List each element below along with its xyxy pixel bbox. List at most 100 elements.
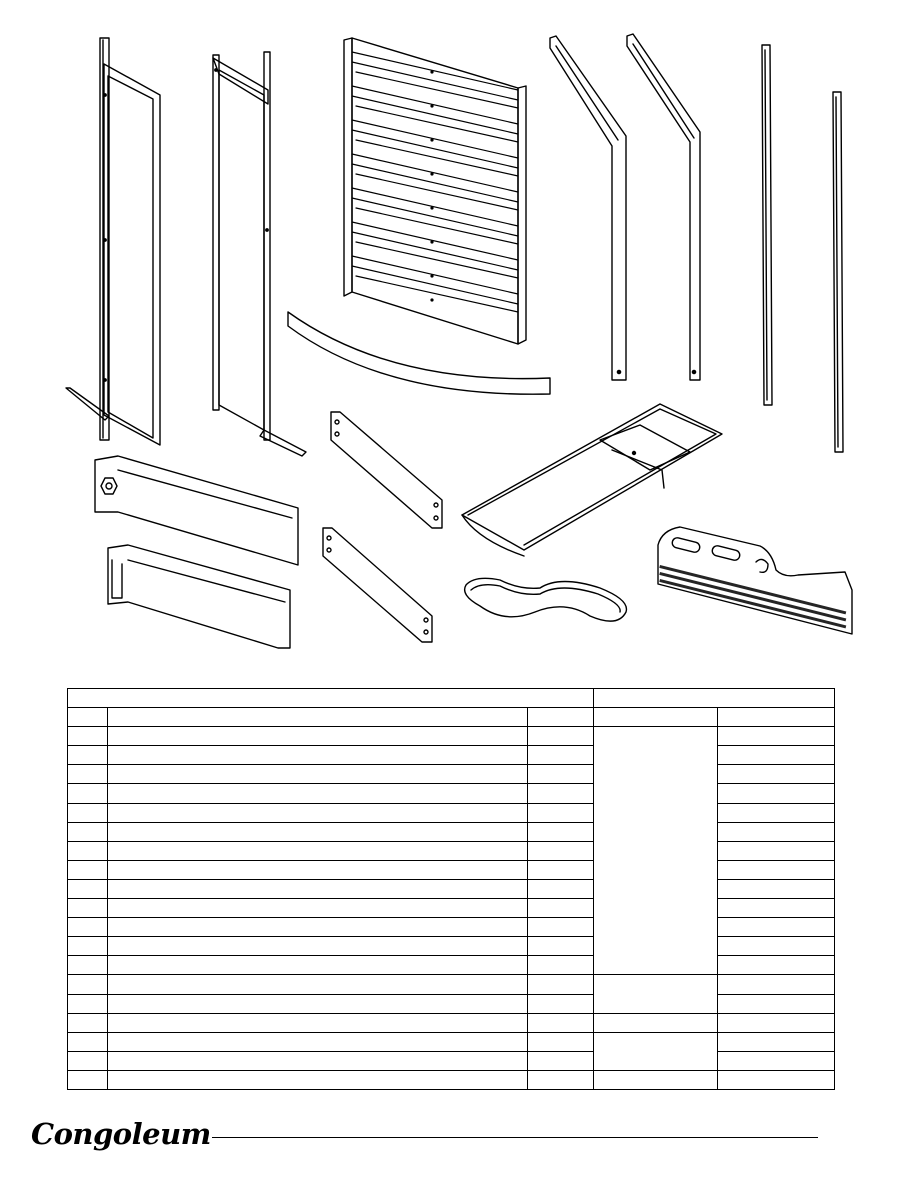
table-cell xyxy=(107,955,528,976)
table-row xyxy=(67,821,836,842)
table-row xyxy=(67,764,836,785)
table-cell xyxy=(526,1069,595,1090)
table-cell xyxy=(107,993,528,1014)
table-row xyxy=(67,878,836,900)
louvered-panel xyxy=(343,37,527,345)
table-header-cell xyxy=(67,707,108,728)
table-cell xyxy=(67,1050,108,1071)
bracket-with-nut xyxy=(94,455,299,566)
table-cell xyxy=(717,993,836,1014)
table-cell xyxy=(526,1031,595,1052)
bracket-with-slot xyxy=(107,544,291,649)
table-row xyxy=(67,802,836,823)
table-cell xyxy=(593,974,719,1014)
table-cell xyxy=(526,821,595,842)
table-cell xyxy=(107,1050,528,1071)
table-cell xyxy=(717,1012,836,1033)
table-cell xyxy=(717,917,836,938)
table-cell xyxy=(717,726,836,747)
table-cell xyxy=(593,1069,719,1090)
table-cell xyxy=(717,802,836,823)
table-row xyxy=(67,1012,836,1033)
table-row xyxy=(67,726,836,976)
table-cell xyxy=(67,955,108,976)
table-cell xyxy=(717,745,836,766)
table-cell xyxy=(717,821,836,842)
table-cell xyxy=(107,802,528,823)
table-row xyxy=(67,974,836,1014)
table-cell xyxy=(107,898,528,919)
table-cell xyxy=(526,1050,595,1071)
table-cell xyxy=(717,898,836,919)
table-cell xyxy=(67,917,108,938)
table-header-group-row xyxy=(66,687,836,709)
table-cell xyxy=(526,840,595,861)
table-cell xyxy=(67,783,108,804)
rear-post-short xyxy=(832,91,844,453)
footer-divider xyxy=(212,1137,818,1138)
table-cell xyxy=(67,993,108,1014)
table-cell xyxy=(526,878,595,900)
flat-bar-lower xyxy=(322,527,433,643)
table-cell xyxy=(107,783,528,804)
angled-brace-right xyxy=(626,33,701,381)
table-cell xyxy=(67,936,108,957)
table-cell xyxy=(526,993,595,1014)
table-cell xyxy=(526,974,595,995)
table-header-row xyxy=(67,707,836,728)
table-cell xyxy=(67,1012,108,1033)
table-header-cell xyxy=(526,707,595,728)
table-cell xyxy=(717,1050,836,1071)
table-cell xyxy=(593,1012,719,1033)
table-row xyxy=(67,840,836,861)
pegboard-panel xyxy=(657,526,853,635)
table-cell xyxy=(107,1069,528,1090)
table-cell xyxy=(717,955,836,976)
table-cell xyxy=(526,802,595,823)
table-row xyxy=(67,859,836,880)
figure-eight-strap xyxy=(463,577,628,622)
table-cell xyxy=(107,821,528,842)
angled-brace-left xyxy=(549,35,627,381)
table-header-cell xyxy=(66,687,595,709)
table-cell xyxy=(526,936,595,957)
table-row xyxy=(67,1031,836,1071)
table-row xyxy=(67,917,836,938)
table-cell xyxy=(67,745,108,766)
rear-post xyxy=(761,44,773,406)
table-row xyxy=(67,1069,836,1090)
table-cell xyxy=(67,878,108,900)
table-cell xyxy=(107,1012,528,1033)
table-cell xyxy=(107,1031,528,1052)
table-header-cell xyxy=(107,707,528,728)
table-cell xyxy=(717,974,836,995)
table-cell xyxy=(526,783,595,804)
table-cell xyxy=(67,821,108,842)
table-header-cell xyxy=(717,707,836,728)
flat-bar-upper xyxy=(330,411,443,529)
table-header-cell xyxy=(593,707,719,728)
table-cell xyxy=(717,1031,836,1052)
table-cell xyxy=(107,936,528,957)
table-cell xyxy=(107,840,528,861)
table-header-cell xyxy=(593,687,836,709)
table-cell xyxy=(717,840,836,861)
table-row xyxy=(67,955,836,976)
table-cell xyxy=(107,878,528,900)
table-cell xyxy=(67,764,108,785)
table-cell xyxy=(717,1069,836,1090)
table-cell xyxy=(717,859,836,880)
table-row xyxy=(67,936,836,957)
table-cell xyxy=(526,917,595,938)
table-cell xyxy=(526,1012,595,1033)
table-cell xyxy=(717,878,836,900)
table-cell xyxy=(526,726,595,747)
table-cell xyxy=(593,726,719,976)
curved-rail xyxy=(287,311,551,395)
table-cell xyxy=(107,974,528,995)
table-cell xyxy=(67,1031,108,1052)
table-cell xyxy=(526,764,595,785)
table-cell xyxy=(717,783,836,804)
table-cell xyxy=(107,859,528,880)
right-side-frame xyxy=(212,51,307,457)
